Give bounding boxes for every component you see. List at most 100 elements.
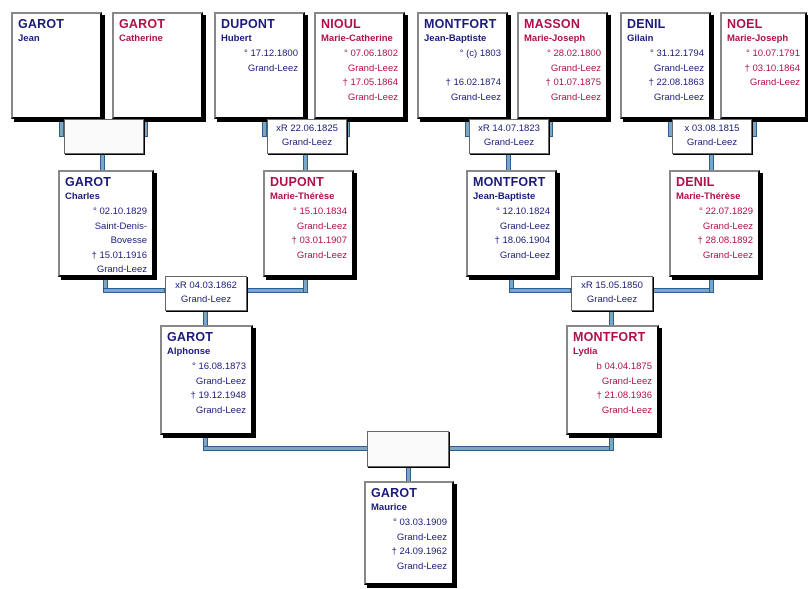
connector [406,466,411,482]
birth-place: Grand-Leez [347,62,398,74]
person-card-denil-marie-therese[interactable]: DENIL Marie-Thérèse ° 22.07.1829 Grand-L… [669,170,760,277]
surname: MONTFORT [473,175,546,189]
person-card-montfort-jean-baptiste-sr[interactable]: MONTFORT Jean-Baptiste ° (c) 1803 † 16.0… [417,12,508,119]
death-place: Grand-Leez [702,249,753,261]
marriage-box-denil-noel[interactable]: x 03.08.1815 Grand-Leez [672,119,752,154]
connector [203,310,208,326]
connector [103,288,165,293]
given-name: Catherine [119,33,163,44]
person-card-dupont-marie-therese[interactable]: DUPONT Marie-Thérèse ° 15.10.1834 Grand-… [263,170,354,277]
surname: MONTFORT [573,330,646,344]
birth-date: ° 31.12.1794 [650,48,704,59]
surname: NOEL [727,17,763,31]
birth-place: Grand-Leez [195,375,246,387]
death-place: Grand-Leez [96,264,147,275]
marriage-place: Grand-Leez [281,137,333,148]
surname: DENIL [627,17,666,31]
birth-place: Grand-Leez [247,62,298,74]
birth-date: ° 07.06.1802 [344,48,398,59]
birth-date: ° 02.10.1829 [93,206,147,217]
connector [448,446,613,451]
person-card-nioul-marie-catherine[interactable]: NIOUL Marie-Catherine ° 07.06.1802 Grand… [314,12,405,119]
death-date: † 19.12.1948 [190,390,246,401]
surname: MASSON [524,17,581,31]
birth-date: ° 16.08.1873 [192,361,246,372]
connector [709,153,714,171]
given-name: Gilain [627,33,654,44]
birth-place: Grand-Leez [396,531,447,543]
given-name: Jean [18,33,40,44]
death-date: † 28.08.1892 [697,235,753,246]
birth-place: Saint-Denis-Bovesse [94,220,147,247]
given-name: Marie-Joseph [727,33,789,44]
connector [609,310,614,326]
person-card-dupont-hubert[interactable]: DUPONT Hubert ° 17.12.1800 Grand-Leez [214,12,305,119]
death-place: Grand-Leez [601,404,652,416]
marriage-place: Grand-Leez [586,294,638,305]
birth-place: Grand-Leez [550,62,601,74]
death-place: Grand-Leez [749,77,800,88]
person-card-montfort-lydia[interactable]: MONTFORT Lydia b 04.04.1875 Grand-Leez †… [566,325,659,435]
given-name: Lydia [573,346,598,357]
given-name: Maurice [371,502,407,513]
marriage-date: xR 22.06.1825 [276,123,338,134]
connector [709,279,714,293]
person-card-garot-charles[interactable]: GAROT Charles ° 02.10.1829 Saint-Denis-B… [58,170,154,277]
death-date: † 03.01.1907 [291,235,347,246]
person-card-garot-maurice[interactable]: GAROT Maurice ° 03.03.1909 Grand-Leez † … [364,481,454,585]
death-date: † 15.01.1916 [91,249,147,261]
surname: GAROT [371,486,418,500]
surname: GAROT [167,330,214,344]
marriage-place: Grand-Leez [483,137,535,148]
connector [752,117,757,137]
surname: DUPONT [221,17,275,31]
birth-place: Grand-Leez [702,220,753,232]
marriage-place: Grand-Leez [686,137,738,148]
death-date: † 03.10.1864 [744,62,800,74]
marriage-box-garot-dupont[interactable]: xR 04.03.1862 Grand-Leez [165,276,247,311]
death-date: † 21.08.1936 [596,390,652,401]
marriage-box-garot-garot[interactable] [64,119,144,154]
death-date: † 17.05.1864 [342,77,398,88]
surname: MONTFORT [424,17,497,31]
connector [509,288,571,293]
marriage-box-montfort-masson[interactable]: xR 14.07.1823 Grand-Leez [469,119,549,154]
connector [652,288,714,293]
person-card-garot-alphonse[interactable]: GAROT Alphonse ° 16.08.1873 Grand-Leez †… [160,325,253,435]
given-name: Hubert [221,33,252,44]
birth-date: ° (c) 1803 [459,48,501,59]
surname: GAROT [65,175,112,189]
marriage-box-garot-montfort[interactable] [367,431,449,467]
birth-date: ° 10.07.1791 [746,48,800,59]
connector [506,153,511,171]
given-name: Charles [65,191,100,202]
birth-date: ° 03.03.1909 [393,517,447,528]
connector [203,446,368,451]
connector [303,153,308,171]
surname: DENIL [676,175,715,189]
death-place: Grand-Leez [450,91,501,103]
given-name: Marie-Catherine [321,33,393,44]
surname: GAROT [119,17,166,31]
person-card-masson-marie-joseph[interactable]: MASSON Marie-Joseph ° 28.02.1800 Grand-L… [517,12,608,119]
marriage-date: x 03.08.1815 [684,123,740,134]
person-card-denil-gilain[interactable]: DENIL Gilain ° 31.12.1794 Grand-Leez † 2… [620,12,711,119]
person-card-garot-jean[interactable]: GAROT Jean [11,12,102,119]
person-card-montfort-jean-baptiste[interactable]: MONTFORT Jean-Baptiste ° 12.10.1824 Gran… [466,170,557,277]
given-name: Alphonse [167,346,211,357]
birth-date: ° 12.10.1824 [496,206,550,217]
birth-date: ° 15.10.1834 [293,206,347,217]
person-card-noel-marie-joseph[interactable]: NOEL Marie-Joseph ° 10.07.1791 † 03.10.1… [720,12,807,119]
spacer [424,62,501,77]
birth-date: b 04.04.1875 [596,361,652,372]
surname: DUPONT [270,175,324,189]
marriage-box-montfort-denil[interactable]: xR 15.05.1850 Grand-Leez [571,276,653,311]
death-place: Grand-Leez [347,91,398,103]
marriage-box-dupont-nioul[interactable]: xR 22.06.1825 Grand-Leez [267,119,347,154]
person-card-garot-catherine[interactable]: GAROT Catherine [112,12,203,119]
death-date: † 01.07.1875 [545,77,601,88]
surname: NIOUL [321,17,361,31]
given-name: Marie-Thérèse [270,191,335,202]
birth-date: ° 28.02.1800 [547,48,601,59]
